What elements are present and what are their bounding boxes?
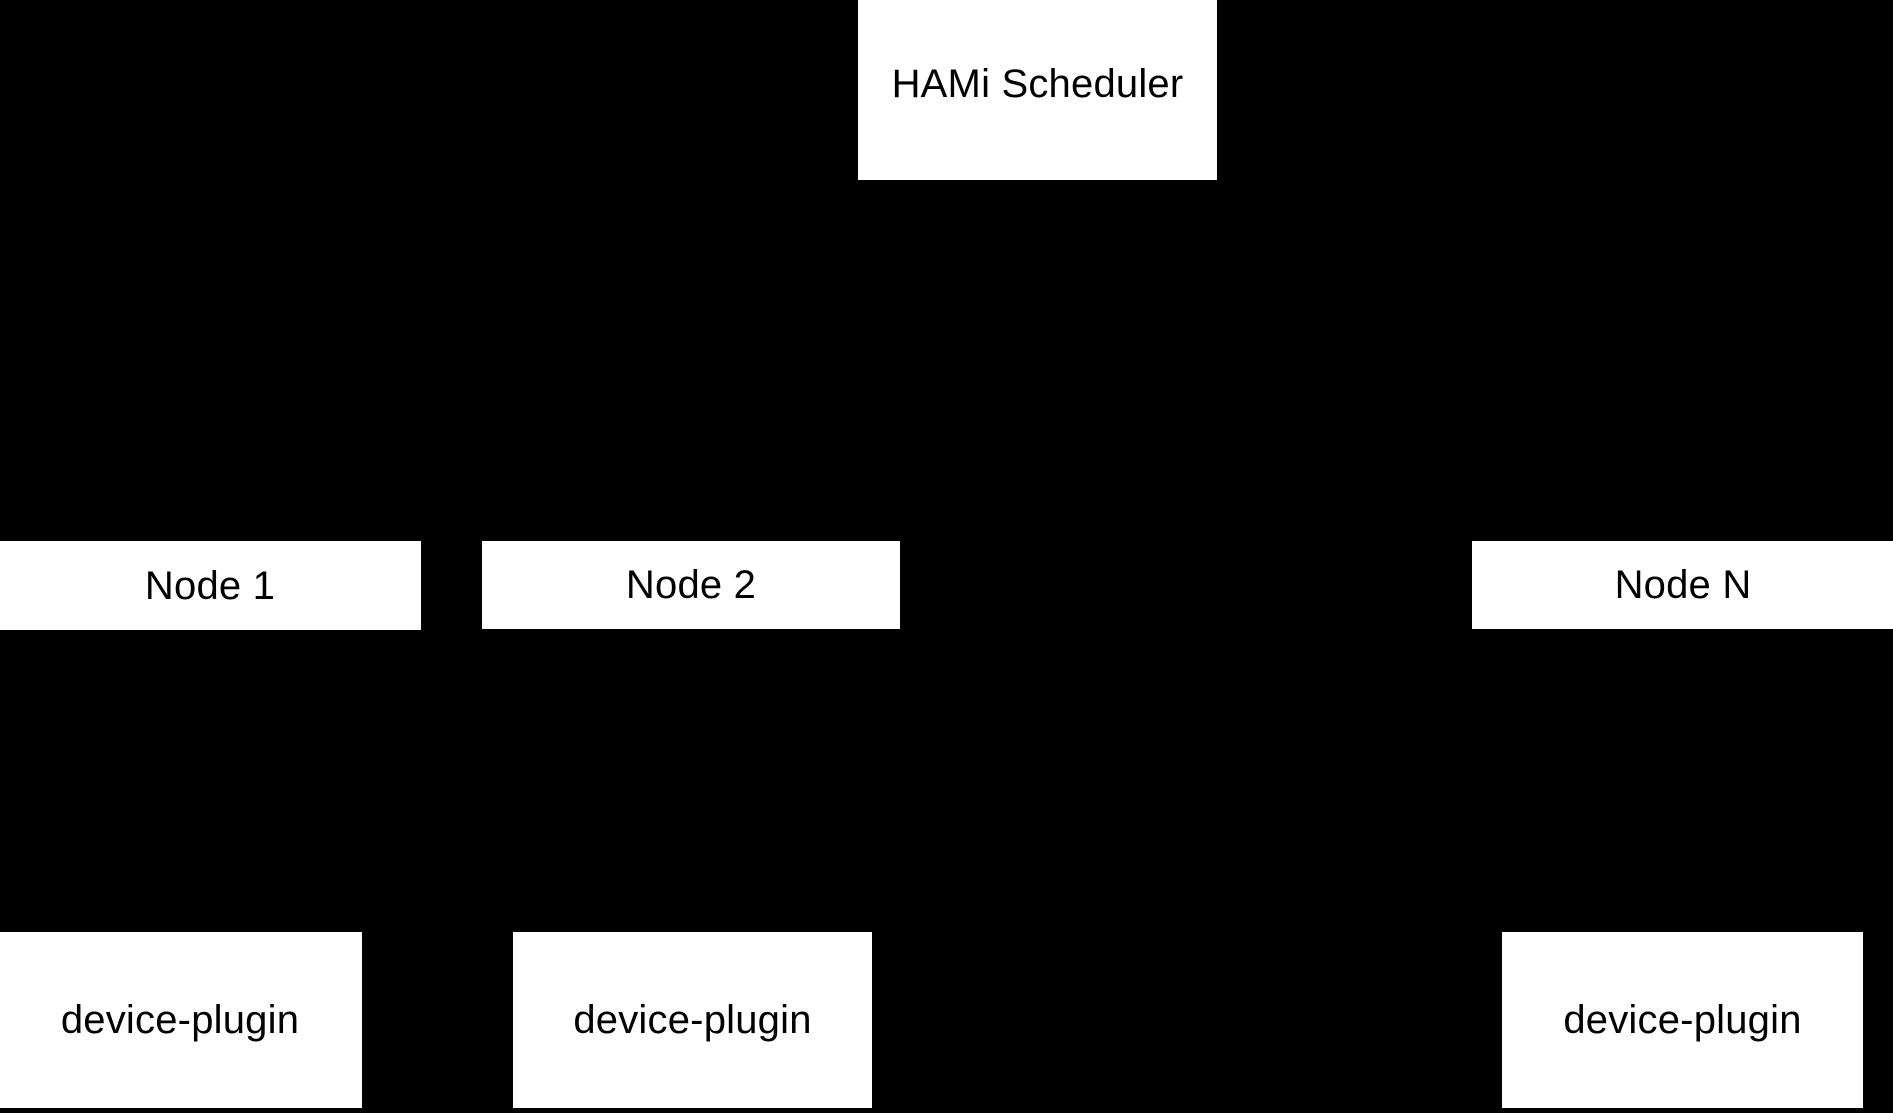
node-1-label: Node 1 [144,563,276,608]
device-plugin-2-box[interactable]: device-plugin [513,932,872,1108]
node-1-box[interactable]: Node 1 [0,541,421,630]
node-n-box[interactable]: Node N [1472,541,1893,629]
hami-scheduler-box[interactable]: HAMi Scheduler [858,0,1217,180]
node-2-label: Node 2 [625,563,757,607]
node-n-label: Node N [1614,563,1752,607]
device-plugin-2-label: device-plugin [573,998,812,1042]
hami-scheduler-label: HAMi Scheduler [891,62,1184,106]
node-2-box[interactable]: Node 2 [482,541,900,629]
device-plugin-1-box[interactable]: device-plugin [0,932,362,1108]
device-plugin-3-box[interactable]: device-plugin [1502,932,1863,1108]
device-plugin-1-label: device-plugin [60,998,300,1042]
device-plugin-3-label: device-plugin [1563,998,1802,1042]
